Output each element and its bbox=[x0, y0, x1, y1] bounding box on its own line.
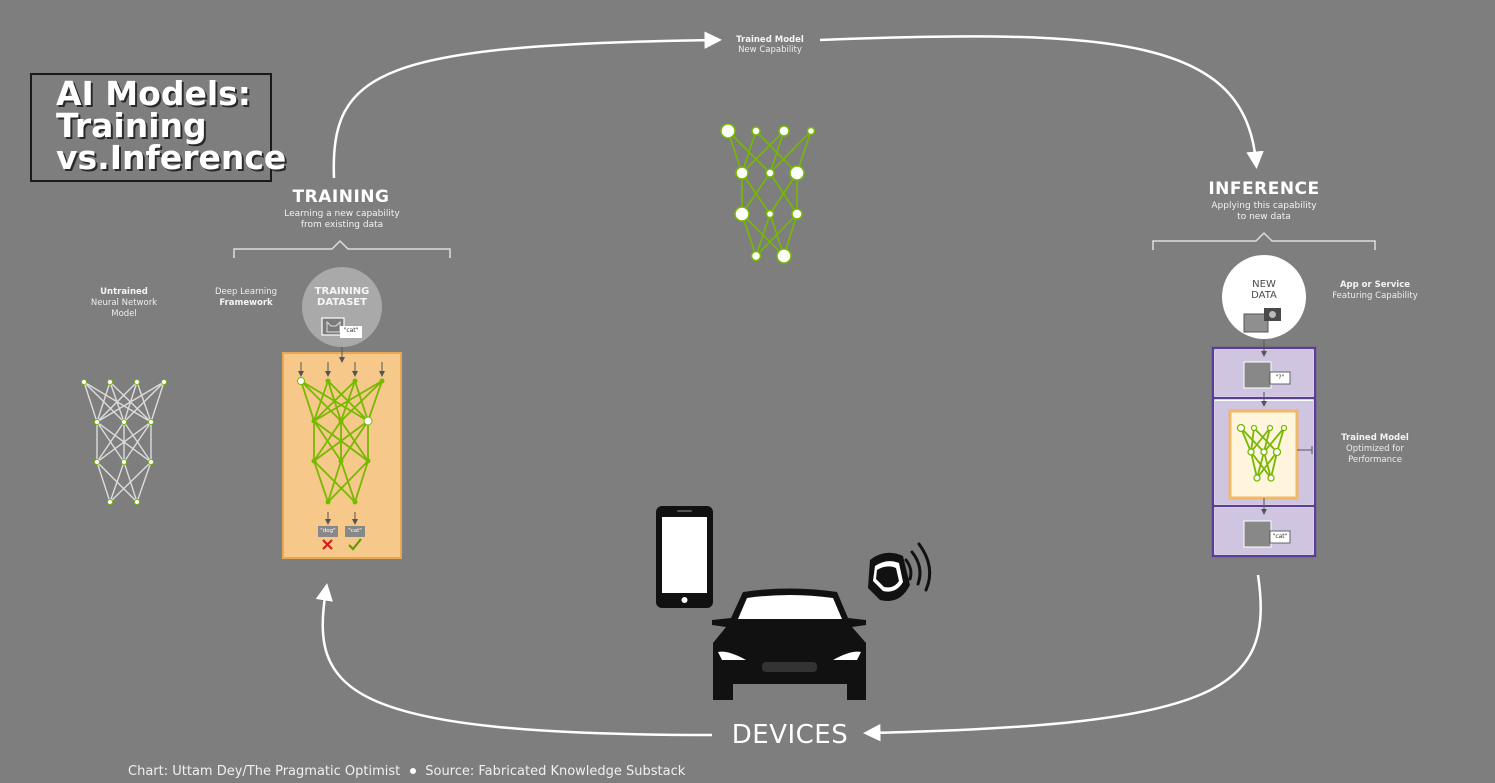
cross-icon bbox=[322, 539, 333, 550]
smartphone-icon bbox=[656, 506, 713, 608]
training-dataset-icon bbox=[302, 267, 382, 347]
inference-heading: INFERENCE bbox=[1208, 179, 1320, 199]
output-tag-dog: "dog" bbox=[320, 528, 336, 534]
inference-panel bbox=[1211, 255, 1317, 558]
inference-bracket bbox=[1152, 231, 1376, 250]
chart-credit: Chart: Uttam Dey/The Pragmatic Optimist bbox=[128, 764, 401, 779]
result-tag: "cat" bbox=[1272, 533, 1288, 540]
trained-model-subtitle: New Capability bbox=[738, 45, 802, 55]
check-icon bbox=[348, 538, 362, 551]
trained-model-network bbox=[720, 123, 816, 264]
source-credit: Source: Fabricated Knowledge Substack bbox=[425, 764, 686, 779]
untrained-network bbox=[81, 379, 167, 505]
car-icon bbox=[712, 588, 866, 700]
trained-model-optimized-sublabel: Optimized for Performance bbox=[1346, 444, 1404, 465]
cycle-arrows bbox=[315, 31, 1264, 742]
title-box bbox=[30, 73, 272, 182]
untrained-sublabel: Neural Network Model bbox=[90, 298, 158, 319]
trained-model-title: Trained Model bbox=[736, 35, 804, 45]
training-dataset-label: TRAINING DATASET bbox=[314, 286, 370, 308]
devices-label: DEVICES bbox=[731, 720, 849, 750]
page-title: AI Models: Training vs.Inference bbox=[56, 74, 287, 177]
credit-line: Chart: Uttam Dey/The Pragmatic Optimist S… bbox=[128, 764, 685, 779]
query-tag: "?" bbox=[1275, 374, 1285, 381]
dataset-tag: "cat" bbox=[343, 327, 359, 334]
new-data-circle bbox=[1222, 255, 1306, 339]
deep-learning-framework-box bbox=[282, 347, 402, 559]
app-service-label: App or Service bbox=[1339, 280, 1411, 290]
untrained-label: Untrained bbox=[100, 287, 148, 297]
arrow-inference-to-devices bbox=[863, 574, 1262, 742]
arrow-devices-to-training bbox=[315, 583, 713, 737]
arrow-model-to-inference bbox=[819, 35, 1264, 169]
training-heading: TRAINING bbox=[292, 187, 390, 207]
framework-bold-label: Framework bbox=[219, 298, 273, 308]
framework-label: Deep Learning bbox=[214, 287, 277, 297]
bullet-separator bbox=[410, 767, 417, 774]
training-bracket bbox=[233, 239, 451, 258]
training-subtitle: Learning a new capability from existing … bbox=[284, 209, 400, 230]
smartwatch-icon bbox=[868, 542, 932, 601]
app-service-sublabel: Featuring Capability bbox=[1332, 291, 1418, 301]
inference-subtitle: Applying this capability to new data bbox=[1211, 201, 1317, 222]
arrow-training-to-model bbox=[332, 31, 722, 179]
output-tag-cat: "cat" bbox=[348, 528, 362, 534]
new-data-label: NEW DATA bbox=[1251, 279, 1277, 301]
trained-model-optimized-label: Trained Model bbox=[1341, 433, 1409, 443]
